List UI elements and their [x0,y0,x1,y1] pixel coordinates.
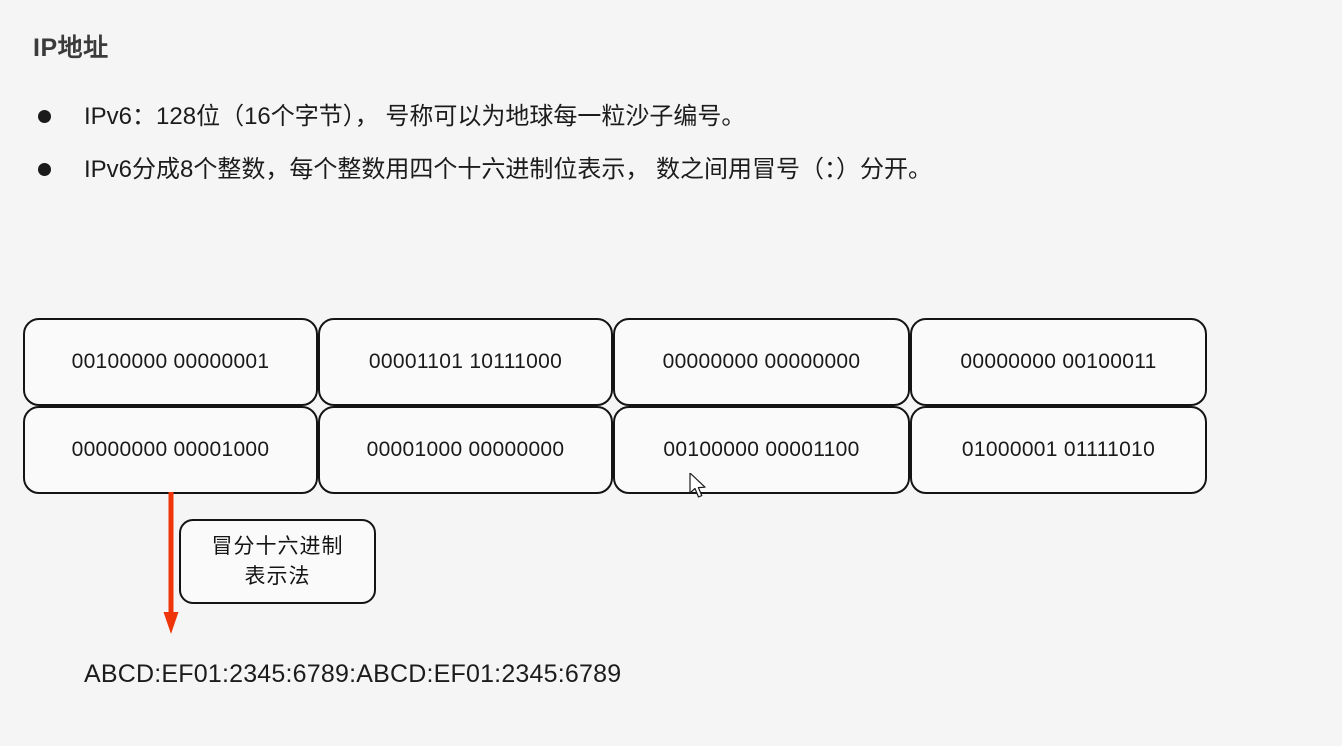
byte-group-value: 00100000 00001100 [663,438,860,461]
red-down-arrow-icon [163,492,179,634]
bullet-dot-icon [38,163,51,176]
callout-box: 冒分十六进制 表示法 [179,519,376,604]
byte-group-box: 00100000 00000001 [23,318,318,406]
bullet-text: IPv6分成8个整数，每个整数用四个十六进制位表示， 数之间用冒号（：）分开。 [84,156,933,183]
bullet-text: IPv6：128位（16个字节）， 号称可以为地球每一粒沙子编号。 [84,103,746,130]
byte-group-grid: 00100000 00000001 00001101 10111000 0000… [23,318,1207,494]
callout-line-2: 表示法 [244,564,311,588]
byte-group-box: 00001101 10111000 [318,318,613,406]
byte-group-row: 00000000 00001000 00001000 00000000 0010… [23,406,1207,494]
byte-group-box: 00100000 00001100 [613,406,910,494]
byte-group-row: 00100000 00000001 00001101 10111000 0000… [23,318,1207,406]
byte-group-box: 01000001 01111010 [910,406,1207,494]
byte-group-box: 00000000 00100011 [910,318,1207,406]
list-item: IPv6：128位（16个字节）， 号称可以为地球每一粒沙子编号。 [33,100,1313,153]
byte-group-box: 00000000 00000000 [613,318,910,406]
byte-group-value: 01000001 01111010 [961,438,1156,461]
byte-group-value: 00000000 00000000 [662,350,861,373]
byte-group-value: 00000000 00100011 [960,350,1157,373]
byte-group-value: 00000000 00001000 [71,438,270,461]
page-title: IP地址 [33,34,109,62]
byte-group-value: 00001000 00000000 [366,438,565,461]
result-address-text: ABCD:EF01:2345:6789:ABCD:EF01:2345:6789 [84,660,622,688]
list-item: IPv6分成8个整数，每个整数用四个十六进制位表示， 数之间用冒号（：）分开。 [33,153,1313,206]
callout-line-1: 冒分十六进制 [211,534,344,558]
byte-group-value: 00001101 10111000 [368,350,563,373]
byte-group-box: 00001000 00000000 [318,406,613,494]
byte-group-value: 00100000 00000001 [71,350,270,373]
bullet-list: IPv6：128位（16个字节）， 号称可以为地球每一粒沙子编号。 IPv6分成… [33,100,1313,206]
bullet-dot-icon [38,110,51,123]
byte-group-box: 00000000 00001000 [23,406,318,494]
